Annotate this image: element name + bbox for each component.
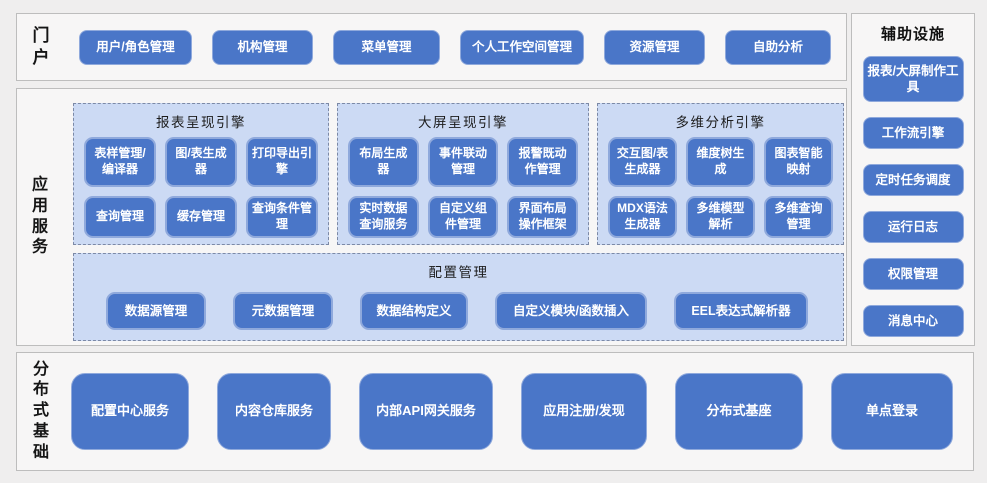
node-workflow-engine: 工作流引擎 (862, 117, 964, 149)
node-message-center: 消息中心 (862, 305, 964, 337)
node-chart-table-generator: 图/表生成器 (165, 137, 237, 187)
node-app-registry-discovery: 应用注册/发现 (521, 373, 647, 450)
portal-label: 门户 (32, 25, 50, 67)
node-event-linkage-management: 事件联动管理 (427, 137, 499, 187)
portal-section: 门户 用户/角色管理 机构管理 菜单管理 个人工作空间管理 资源管理 自助分析 (16, 13, 847, 81)
app-services-section: 应用服务 报表呈现引擎 表样管理/编译器 图/表生成器 打印导出引擎 查询管理 … (16, 88, 847, 346)
node-datasource-management: 数据源管理 (106, 292, 206, 330)
screen-engine-panel: 大屏呈现引擎 布局生成器 事件联动管理 报警既动作管理 实时数据查询服务 自定义… (337, 103, 589, 245)
screen-engine-title: 大屏呈现引擎 (418, 115, 508, 130)
node-report-screen-tool: 报表/大屏制作工具 (862, 56, 964, 102)
node-dimension-tree-generation: 维度树生成 (686, 137, 755, 187)
node-template-compiler: 表样管理/编译器 (84, 137, 156, 187)
aux-buttons: 报表/大屏制作工具 工作流引擎 定时任务调度 运行日志 权限管理 消息中心 (862, 56, 964, 337)
node-task-scheduler: 定时任务调度 (862, 164, 964, 196)
foundation-label: 分布式基础 (32, 360, 49, 461)
node-config-center-service: 配置中心服务 (71, 373, 189, 450)
node-workspace-management: 个人工作空间管理 (460, 29, 584, 65)
node-alarm-action-management: 报警既动作管理 (507, 137, 578, 187)
olap-engine-panel: 多维分析引擎 交互图/表生成器 维度树生成 图表智能映射 MDX语法生成器 多维… (597, 103, 844, 245)
node-internal-api-gateway: 内部API网关服务 (359, 373, 493, 450)
node-run-log: 运行日志 (862, 211, 964, 243)
node-cache-management: 缓存管理 (165, 196, 237, 238)
node-metadata-management: 元数据管理 (233, 292, 333, 330)
node-sso: 单点登录 (831, 373, 953, 450)
olap-engine-grid: 交互图/表生成器 维度树生成 图表智能映射 MDX语法生成器 多维模型解析 多维… (598, 137, 843, 238)
node-mdx-syntax-generator: MDX语法生成器 (608, 196, 677, 238)
olap-engine-title: 多维分析引擎 (675, 115, 766, 130)
node-layout-generator: 布局生成器 (348, 137, 419, 187)
node-user-role-management: 用户/角色管理 (79, 29, 192, 65)
node-custom-component-management: 自定义组件管理 (427, 196, 499, 238)
aux-section: 辅助设施 报表/大屏制作工具 工作流引擎 定时任务调度 运行日志 权限管理 消息… (851, 13, 975, 346)
node-self-service-analysis: 自助分析 (725, 29, 831, 65)
node-content-repo-service: 内容仓库服务 (217, 373, 331, 450)
node-ui-layout-framework: 界面布局操作框架 (507, 196, 578, 238)
node-multidim-query-management: 多维查询管理 (764, 196, 833, 238)
config-row: 数据源管理 元数据管理 数据结构定义 自定义模块/函数插入 EEL表达式解析器 (74, 292, 843, 330)
node-query-management: 查询管理 (84, 196, 156, 238)
node-chart-smart-mapping: 图表智能映射 (764, 137, 833, 187)
app-services-label: 应用服务 (31, 176, 48, 256)
portal-buttons: 用户/角色管理 机构管理 菜单管理 个人工作空间管理 资源管理 自助分析 (79, 29, 831, 65)
node-permission-management: 权限管理 (862, 258, 964, 290)
node-interactive-chart-generator: 交互图/表生成器 (608, 137, 677, 187)
report-engine-grid: 表样管理/编译器 图/表生成器 打印导出引擎 查询管理 缓存管理 查询条件管理 (74, 137, 328, 238)
node-realtime-data-query: 实时数据查询服务 (348, 196, 419, 238)
config-title: 配置管理 (428, 265, 489, 280)
node-custom-module-function: 自定义模块/函数插入 (495, 292, 647, 330)
screen-engine-grid: 布局生成器 事件联动管理 报警既动作管理 实时数据查询服务 自定义组件管理 界面… (338, 137, 588, 238)
node-print-export-engine: 打印导出引擎 (246, 137, 318, 187)
node-query-condition-management: 查询条件管理 (246, 196, 318, 238)
node-menu-management: 菜单管理 (333, 29, 440, 65)
report-engine-panel: 报表呈现引擎 表样管理/编译器 图/表生成器 打印导出引擎 查询管理 缓存管理 … (73, 103, 329, 245)
node-resource-management: 资源管理 (604, 29, 705, 65)
aux-title: 辅助设施 (880, 26, 945, 43)
node-multidim-model-parsing: 多维模型解析 (686, 196, 755, 238)
foundation-section: 分布式基础 配置中心服务 内容仓库服务 内部API网关服务 应用注册/发现 分布… (16, 352, 974, 471)
config-panel: 配置管理 数据源管理 元数据管理 数据结构定义 自定义模块/函数插入 EEL表达… (73, 253, 844, 341)
node-distributed-base: 分布式基座 (675, 373, 803, 450)
foundation-buttons: 配置中心服务 内容仓库服务 内部API网关服务 应用注册/发现 分布式基座 单点… (71, 373, 953, 450)
node-org-management: 机构管理 (212, 29, 313, 65)
node-eel-expression-parser: EEL表达式解析器 (674, 292, 808, 330)
report-engine-title: 报表呈现引擎 (156, 115, 246, 130)
node-data-structure-definition: 数据结构定义 (360, 292, 468, 330)
